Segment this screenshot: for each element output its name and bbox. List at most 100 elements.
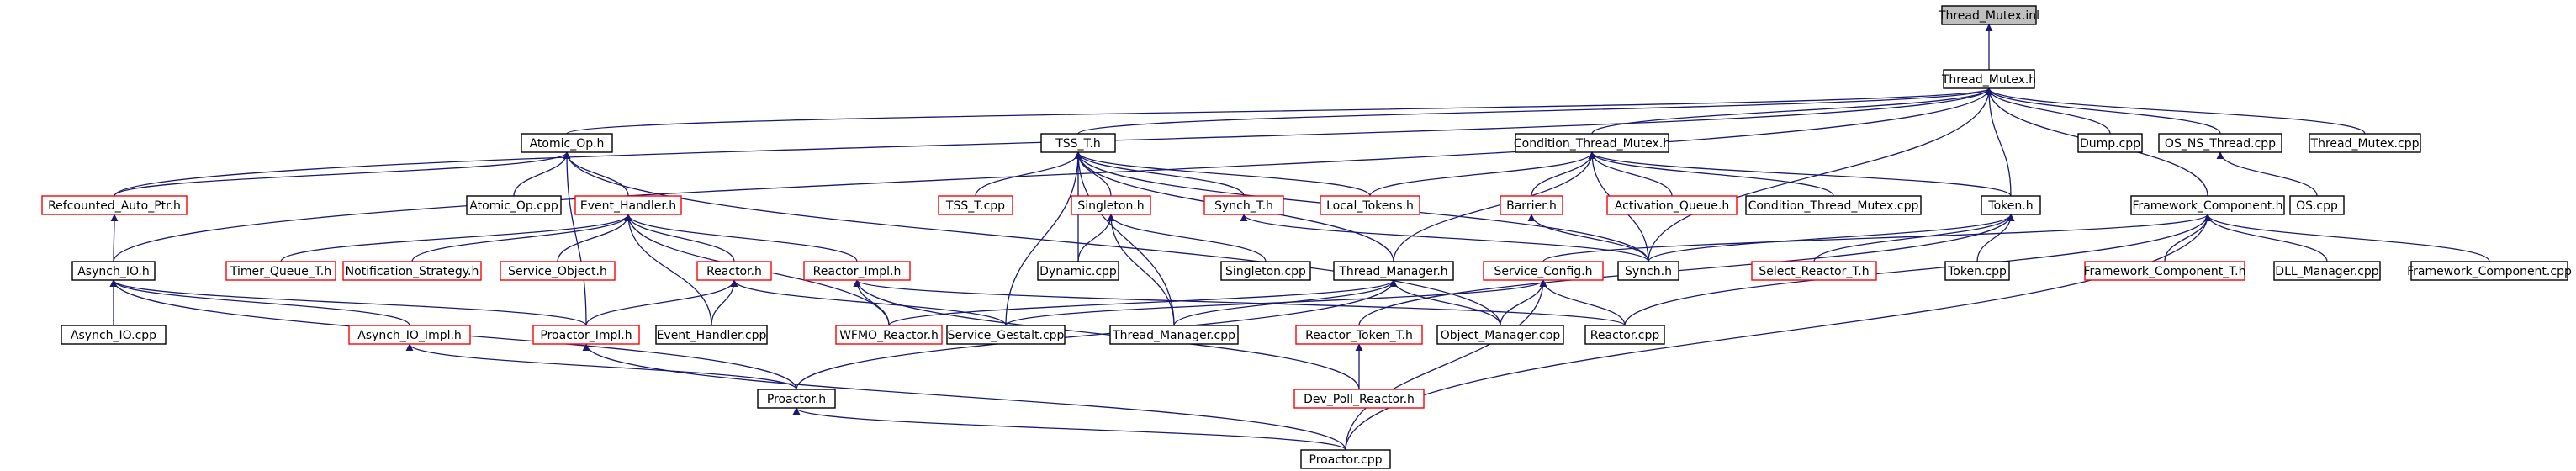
node-dev-poll-reactor-h[interactable]: Dev_Poll_Reactor.h: [1293, 389, 1425, 409]
edge-thread-mutex-cpp-to-thread-mutex-h: [1985, 87, 2366, 135]
node-asynch-io-h[interactable]: Asynch_IO.h: [71, 261, 156, 281]
node-thread-manager-h[interactable]: Thread_Manager.h: [1333, 261, 1454, 281]
edge-refcounted-auto-ptr-h-to-atomic-op-h: [114, 151, 571, 197]
node-label: Reactor.cpp: [1590, 329, 1660, 342]
node-thread-mutex-h[interactable]: Thread_Mutex.h: [1941, 69, 2036, 89]
node-synch-t-h[interactable]: Synch_T.h: [1203, 195, 1284, 215]
node-label: Local_Tokens.h: [1326, 199, 1414, 213]
node-proactor-impl-h[interactable]: Proactor_Impl.h: [532, 325, 640, 345]
node-event-handler-h[interactable]: Event_Handler.h: [574, 195, 682, 215]
node-atomic-op-h[interactable]: Atomic_Op.h: [521, 133, 613, 153]
edge-object-manager-cpp-to-atomic-op-h: [563, 151, 1501, 326]
node-local-tokens-h[interactable]: Local_Tokens.h: [1320, 195, 1420, 215]
node-token-h[interactable]: Token.h: [1981, 195, 2041, 215]
edge-proactor-impl-h-to-reactor-h: [585, 279, 738, 326]
node-reactor-h[interactable]: Reactor.h: [696, 261, 772, 281]
node-tss-t-cpp[interactable]: TSS_T.cpp: [938, 195, 1013, 215]
node-label: Condition_Thread_Mutex.h: [1514, 137, 1670, 151]
node-framework-component-h[interactable]: Framework_Component.h: [2130, 195, 2285, 215]
edge-service-gestalt-cpp-to-tss-t-h: [1005, 151, 1082, 326]
node-os-cpp[interactable]: OS.cpp: [2289, 195, 2345, 215]
edge-proactor-impl-h-to-asynch-io-h: [109, 279, 587, 326]
node-label: Dump.cpp: [2080, 137, 2140, 151]
node-refcounted-auto-ptr-h[interactable]: Refcounted_Auto_Ptr.h: [41, 195, 188, 215]
node-label: Dev_Poll_Reactor.h: [1304, 393, 1415, 406]
node-atomic-op-cpp[interactable]: Atomic_Op.cpp: [466, 195, 562, 215]
edge-asynch-io-h-to-thread-mutex-h: [113, 87, 1993, 262]
edge-proactor-h-to-asynch-io-impl-h: [405, 343, 797, 390]
node-asynch-io-impl-h[interactable]: Asynch_IO_Impl.h: [348, 325, 471, 345]
node-label: Asynch_IO.cpp: [71, 329, 156, 342]
node-barrier-h[interactable]: Barrier.h: [1500, 195, 1563, 215]
node-service-config-h[interactable]: Service_Config.h: [1483, 261, 1604, 281]
node-tss-t-h[interactable]: TSS_T.h: [1040, 133, 1116, 153]
node-select-reactor-t-h[interactable]: Select_Reactor_T.h: [1751, 261, 1877, 281]
edge-dev-poll-reactor-h-to-reactor-impl-h: [853, 279, 1360, 390]
edge-tss-t-h-to-thread-mutex-h: [1077, 87, 1993, 135]
node-label: Atomic_Op.cpp: [469, 199, 558, 213]
node-condition-thread-mutex-h[interactable]: Condition_Thread_Mutex.h: [1514, 133, 1670, 153]
node-label: Framework_Component.cpp: [2407, 265, 2572, 278]
node-label: Reactor_Impl.h: [813, 265, 902, 278]
edge-dll-manager-cpp-to-framework-component-h: [2203, 214, 2328, 262]
node-label: Proactor.cpp: [1309, 453, 1383, 467]
node-notification-strategy-h[interactable]: Notification_Strategy.h: [342, 261, 482, 281]
node-synch-h[interactable]: Synch.h: [1617, 261, 1679, 281]
edge-reactor-cpp-to-reactor-impl-h: [853, 279, 1626, 326]
node-singleton-cpp[interactable]: Singleton.cpp: [1220, 261, 1311, 281]
node-dump-cpp[interactable]: Dump.cpp: [2077, 133, 2143, 153]
node-label: Thread_Mutex.inl: [1938, 9, 2039, 23]
node-asynch-io-cpp[interactable]: Asynch_IO.cpp: [61, 325, 167, 345]
node-label: Service_Config.h: [1494, 265, 1593, 278]
node-service-object-h[interactable]: Service_Object.h: [500, 261, 616, 281]
edge-service-config-h-to-framework-component-h: [1542, 214, 2212, 262]
edge-notification-strategy-h-to-event-handler-h: [411, 214, 632, 262]
node-singleton-h[interactable]: Singleton.h: [1071, 195, 1151, 215]
edge-local-tokens-h-to-condition-thread-mutex-h: [1369, 151, 1596, 197]
node-label: Select_Reactor_T.h: [1759, 265, 1869, 278]
node-label: Reactor.h: [706, 265, 762, 278]
node-reactor-cpp[interactable]: Reactor.cpp: [1584, 325, 1665, 345]
node-label: Dynamic.cpp: [1039, 265, 1117, 278]
node-proactor-cpp[interactable]: Proactor.cpp: [1300, 449, 1391, 469]
node-label: Token.cpp: [1947, 265, 2007, 278]
node-timer-queue-t-h[interactable]: Timer_Queue_T.h: [225, 261, 336, 281]
node-condition-thread-mutex-cpp[interactable]: Condition_Thread_Mutex.cpp: [1745, 195, 1922, 215]
node-proactor-h[interactable]: Proactor.h: [757, 389, 836, 409]
node-os-ns-thread-cpp[interactable]: OS_NS_Thread.cpp: [2158, 133, 2282, 153]
node-label: Notification_Strategy.h: [346, 265, 479, 278]
node-reactor-token-t-h[interactable]: Reactor_Token_T.h: [1295, 325, 1423, 345]
node-wfmo-reactor-h[interactable]: WFMO_Reactor.h: [835, 325, 943, 345]
edge-event-handler-cpp-to-event-handler-h: [624, 214, 712, 326]
edge-reactor-cpp-to-framework-component-h: [1624, 214, 2212, 326]
node-label: Proactor_Impl.h: [540, 329, 632, 342]
node-object-manager-cpp[interactable]: Object_Manager.cpp: [1436, 325, 1564, 345]
node-reactor-impl-h[interactable]: Reactor_Impl.h: [803, 261, 911, 281]
node-token-cpp[interactable]: Token.cpp: [1944, 261, 2010, 281]
node-thread-manager-cpp[interactable]: Thread_Manager.cpp: [1109, 325, 1239, 345]
node-thread-mutex-cpp[interactable]: Thread_Mutex.cpp: [2309, 133, 2421, 153]
edge-os-ns-thread-cpp-to-thread-mutex-h: [1985, 87, 2221, 135]
node-dynamic-cpp[interactable]: Dynamic.cpp: [1037, 261, 1119, 281]
edge-event-handler-h-to-atomic-op-h: [563, 151, 629, 197]
node-label: Atomic_Op.h: [530, 137, 605, 151]
edge-singleton-cpp-to-singleton-h: [1107, 214, 1267, 262]
node-dll-manager-cpp[interactable]: DLL_Manager.cpp: [2273, 261, 2381, 281]
node-service-gestalt-cpp[interactable]: Service_Gestalt.cpp: [946, 325, 1066, 345]
node-label: TSS_T.cpp: [945, 199, 1005, 213]
edge-os-cpp-to-os-ns-thread-cpp: [2216, 151, 2318, 197]
node-framework-component-t-h[interactable]: Framework_Component_T.h: [2084, 261, 2246, 281]
node-event-handler-cpp[interactable]: Event_Handler.cpp: [655, 325, 768, 345]
edge-timer-queue-t-h-to-event-handler-h: [280, 214, 632, 262]
node-label: Asynch_IO.h: [77, 265, 150, 278]
node-activation-queue-h[interactable]: Activation_Queue.h: [1606, 195, 1738, 215]
node-thread-mutex-inl[interactable]: Thread_Mutex.inl: [1938, 5, 2039, 25]
file-nodes: Thread_Mutex.inlThread_Mutex.hAtomic_Op.…: [41, 5, 2572, 469]
node-framework-component-cpp[interactable]: Framework_Component.cpp: [2407, 261, 2572, 281]
edge-condition-thread-mutex-h-to-thread-mutex-h: [1591, 87, 1993, 135]
node-label: OS_NS_Thread.cpp: [2165, 137, 2276, 151]
node-label: Activation_Queue.h: [1615, 199, 1729, 213]
edge-framework-component-cpp-to-framework-component-h: [2203, 214, 2490, 262]
edge-proactor-cpp-to-service-config-h: [1345, 279, 1547, 451]
